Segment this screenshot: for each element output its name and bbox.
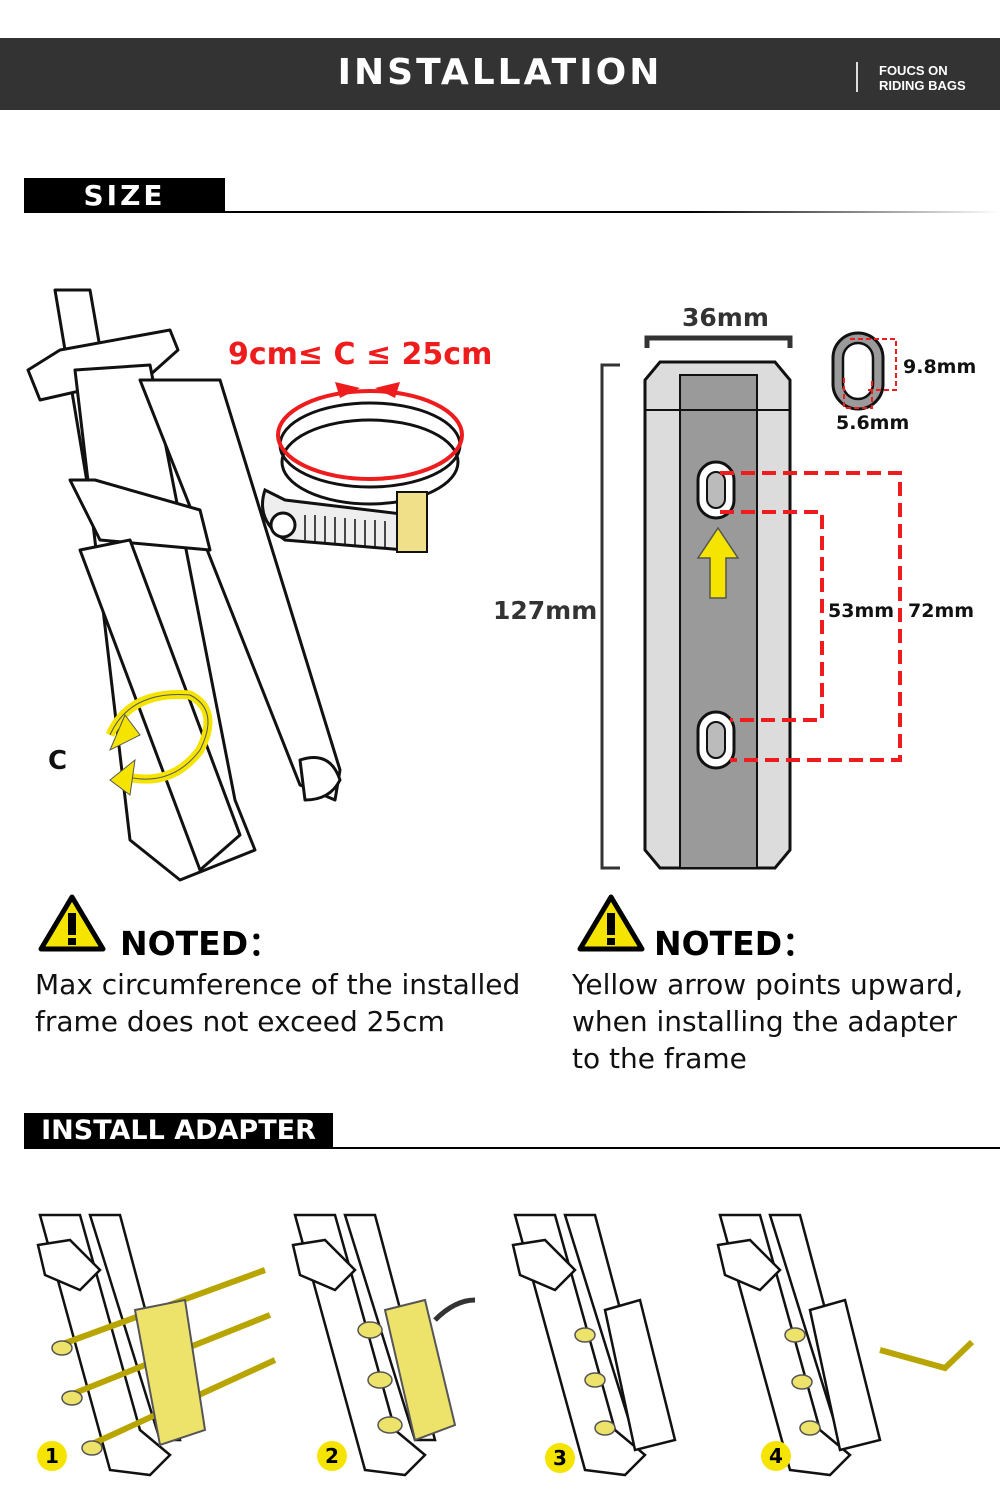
warning-icon xyxy=(577,894,645,952)
section-label-size: SIZE xyxy=(24,178,225,213)
hole-height: 9.8mm xyxy=(903,356,977,378)
warning-icon xyxy=(38,894,106,952)
note-title: NOTED： xyxy=(120,924,282,963)
step-number: 1 xyxy=(37,1441,67,1471)
note-title: NOTED： xyxy=(654,924,816,963)
length-dimension: 127mm xyxy=(493,596,598,625)
circumference-label: C xyxy=(48,746,68,776)
adapter-dimension-diagram xyxy=(600,331,902,870)
step-3-illustration xyxy=(511,1213,677,1477)
brand-tagline: FOUCS ON RIDING BAGS xyxy=(879,63,966,93)
tagline-line-2: RIDING BAGS xyxy=(879,78,966,93)
fork-illustration xyxy=(26,288,342,882)
step-2-illustration xyxy=(291,1213,476,1477)
note-line: frame does not exceed 25cm xyxy=(35,1005,445,1038)
section-divider xyxy=(333,1147,1000,1149)
section-divider xyxy=(225,211,1000,213)
install-steps-illustration xyxy=(36,1213,975,1477)
page-title: INSTALLATION xyxy=(337,52,663,93)
step-number: 2 xyxy=(317,1441,347,1471)
header-divider xyxy=(856,62,858,92)
note-line: Yellow arrow points upward, xyxy=(572,968,964,1001)
step-number: 4 xyxy=(761,1441,791,1471)
note-line: Max circumference of the installed xyxy=(35,968,521,1001)
section-label-install-adapter: INSTALL ADAPTER xyxy=(24,1113,333,1149)
hole-width: 5.6mm xyxy=(836,412,910,434)
note-line: when installing the adapter xyxy=(572,1005,957,1038)
note-text: Max circumference of the installed frame… xyxy=(35,966,520,1040)
header-bar xyxy=(0,38,1000,110)
inner-hole-spacing: 53mm xyxy=(828,600,895,622)
tagline-line-1: FOUCS ON xyxy=(879,63,948,78)
step-number: 3 xyxy=(545,1443,575,1473)
step-1-illustration xyxy=(36,1213,277,1477)
step-4-illustration xyxy=(716,1213,975,1477)
outer-hole-spacing: 72mm xyxy=(908,600,975,622)
note-text: Yellow arrow points upward, when install… xyxy=(572,966,963,1077)
circumference-range: 9cm≤ C ≤ 25cm xyxy=(228,337,493,372)
width-dimension: 36mm xyxy=(682,303,769,332)
hose-clamp-illustration xyxy=(261,382,464,553)
note-line: to the frame xyxy=(572,1042,747,1075)
